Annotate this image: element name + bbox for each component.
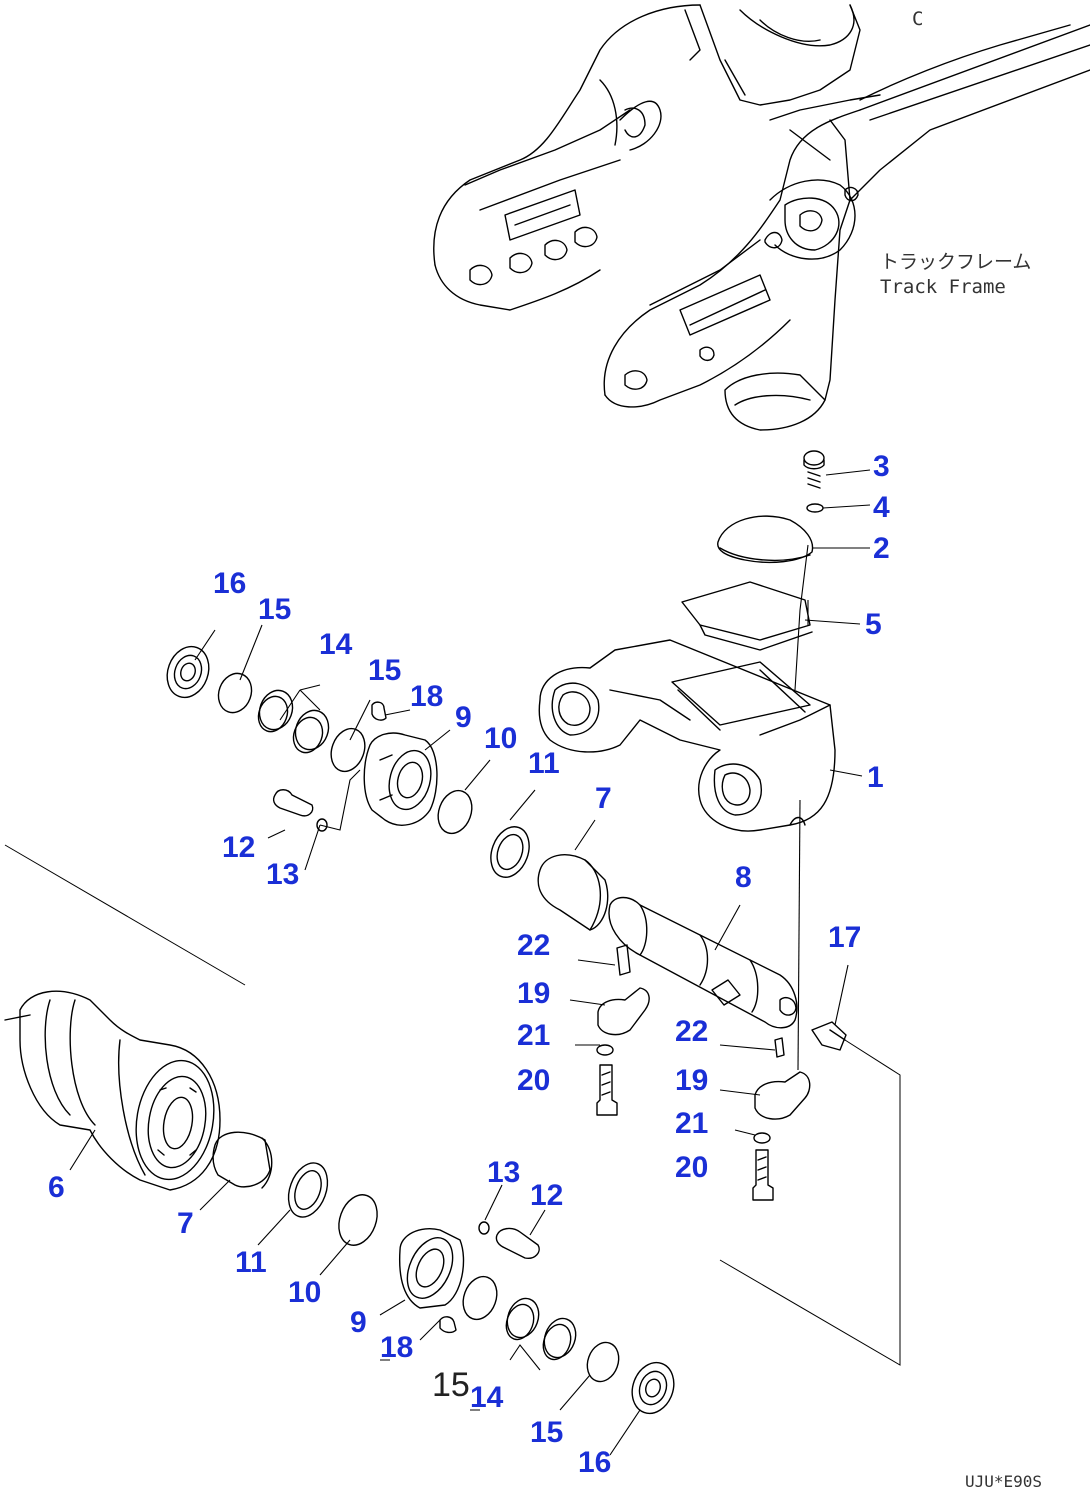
track-frame-label-en: Track Frame (880, 276, 1006, 298)
callout-5: 5 (865, 608, 882, 641)
callout-6: 6 (48, 1171, 65, 1204)
callout-15-upper-a: 15 (258, 593, 291, 626)
callout-19-left: 19 (517, 977, 550, 1010)
callout-7-lower: 7 (177, 1207, 194, 1240)
callout-4: 4 (873, 491, 890, 524)
callout-8: 8 (735, 861, 752, 894)
callout-19-right: 19 (675, 1064, 708, 1097)
shaft-group-drawing (537, 854, 847, 1201)
callout-3: 3 (873, 450, 890, 483)
callout-9-lower: 9 (350, 1306, 367, 1339)
callout-15-lower-b: 15 (530, 1416, 563, 1449)
callout-22-left: 22 (517, 929, 550, 962)
callout-10-lower: 10 (288, 1276, 321, 1309)
callout-10-upper: 10 (484, 722, 517, 755)
callout-2: 2 (873, 532, 890, 565)
drawing-code: UJU*E90S (965, 1472, 1042, 1491)
callout-16-upper: 16 (213, 567, 246, 600)
callout-14-lower: 14 (470, 1381, 504, 1414)
reference-lines (4, 844, 901, 1411)
callout-7-upper: 7 (595, 782, 612, 815)
callout-labels: 3 4 2 5 1 16 15 14 15 18 9 10 11 12 13 7… (48, 450, 890, 1479)
callout-11-upper: 11 (528, 747, 560, 780)
callout-16-lower: 16 (578, 1446, 611, 1479)
callout-17: 17 (828, 921, 861, 954)
bogie-body-drawing (538, 639, 836, 832)
callout-21-left: 21 (517, 1019, 550, 1052)
callout-18-upper: 18 (410, 680, 443, 713)
callout-12-upper: 12 (222, 831, 255, 864)
track-frame-label-jp: トラックフレーム (880, 251, 1031, 273)
callout-18-lower: 18 (380, 1331, 413, 1364)
callout-9-upper: 9 (455, 701, 472, 734)
callout-20-right: 20 (675, 1151, 708, 1184)
callout-11-lower: 11 (235, 1246, 267, 1279)
track-frame-drawing (433, 4, 1090, 431)
cover-assembly-drawing (681, 450, 825, 651)
callout-22-right: 22 (675, 1015, 708, 1048)
roller-drawing (4, 990, 675, 1415)
corner-mark: C (912, 8, 923, 30)
callout-20-left: 20 (517, 1064, 550, 1097)
callout-15-lower-a: 15 (432, 1366, 470, 1404)
callout-21-right: 21 (675, 1107, 708, 1140)
callout-14-upper: 14 (319, 628, 353, 661)
callout-15-upper-b: 15 (368, 654, 401, 687)
callout-13-lower: 13 (487, 1156, 520, 1189)
upper-seal-group-drawing (166, 645, 530, 878)
callout-1: 1 (867, 761, 884, 794)
leader-lines (69, 469, 871, 1456)
callout-12-lower: 12 (530, 1179, 563, 1212)
callout-13-upper: 13 (266, 858, 299, 891)
